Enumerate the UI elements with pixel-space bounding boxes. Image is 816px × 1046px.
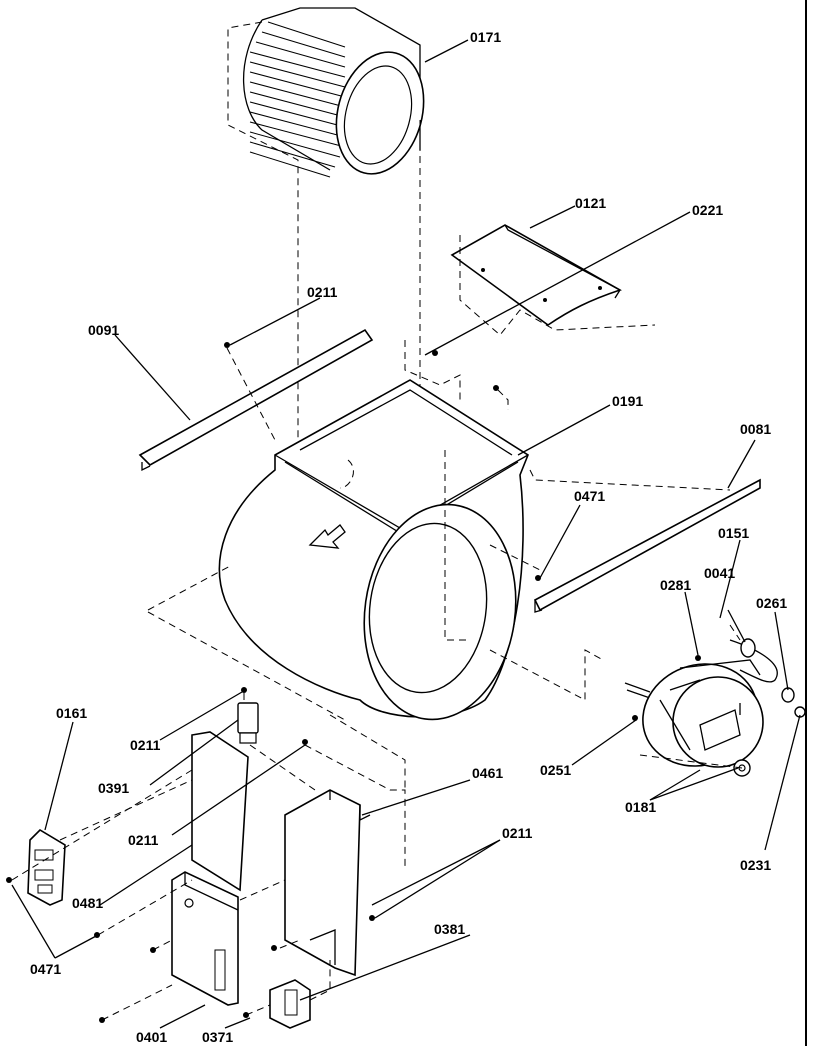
part-label-0211-a: 0211 [130,737,161,753]
screw-small-mid [493,385,509,410]
motor-band [632,638,806,721]
part-label-0381: 0381 [434,921,465,937]
part-label-0461: 0461 [472,765,503,781]
part-label-0391: 0391 [98,780,129,796]
left-rail [138,328,374,472]
top-cover-plate [450,224,622,326]
wheel-blade-line [249,101,346,128]
part-label-0211-b: 0211 [128,832,159,848]
part-label-0281: 0281 [660,577,691,593]
wheel-blade-line [249,71,346,98]
leader-lines [11,39,801,1029]
capacitor [237,687,259,744]
part-label-0121: 0121 [575,195,606,211]
part-label-0471-left: 0471 [30,961,61,977]
part-label-0041: 0041 [704,565,735,581]
part-label-0081: 0081 [740,421,771,437]
motor-bracket [284,789,371,977]
wheel-blade-line [249,51,346,78]
part-label-0251: 0251 [540,762,571,778]
part-label-0171: 0171 [470,29,501,45]
blower-housing [218,379,529,721]
wheel-blade-line [249,121,346,148]
mounting-plate [191,731,249,892]
wheel-blade-line [249,91,346,118]
wheel-blade-line [249,111,346,138]
part-label-0181: 0181 [625,799,656,815]
control-box [171,871,239,1006]
blower-wheel [242,7,425,178]
wheel-blade-line [261,31,346,58]
blower-motor [624,659,764,777]
part-label-0261: 0261 [756,595,787,611]
part-label-0231: 0231 [740,857,771,873]
part-label-0401: 0401 [136,1029,167,1045]
wheel-blade-line [255,41,346,68]
wheel-blade-line [249,61,346,88]
part-label-0211-top: 0211 [307,284,338,300]
part-label-0091: 0091 [88,322,119,338]
part-label-0471-right: 0471 [574,488,605,504]
wheel-blade-line [249,151,331,178]
part-label-0221: 0221 [692,202,723,218]
screw-top [224,342,276,441]
right-rail [533,478,761,613]
control-board [27,828,66,906]
part-label-0151: 0151 [718,525,749,541]
part-label-0191: 0191 [612,393,643,409]
part-label-0481: 0481 [72,895,103,911]
transformer [269,979,311,1029]
part-label-0371: 0371 [202,1029,233,1045]
wheel-blade-line [249,81,346,108]
wheel-blade-line [249,131,341,158]
wheel-blade-line [249,141,336,168]
part-label-0211-c: 0211 [502,825,533,841]
part-label-0161: 0161 [56,705,87,721]
wheel-blade-line [267,21,346,48]
